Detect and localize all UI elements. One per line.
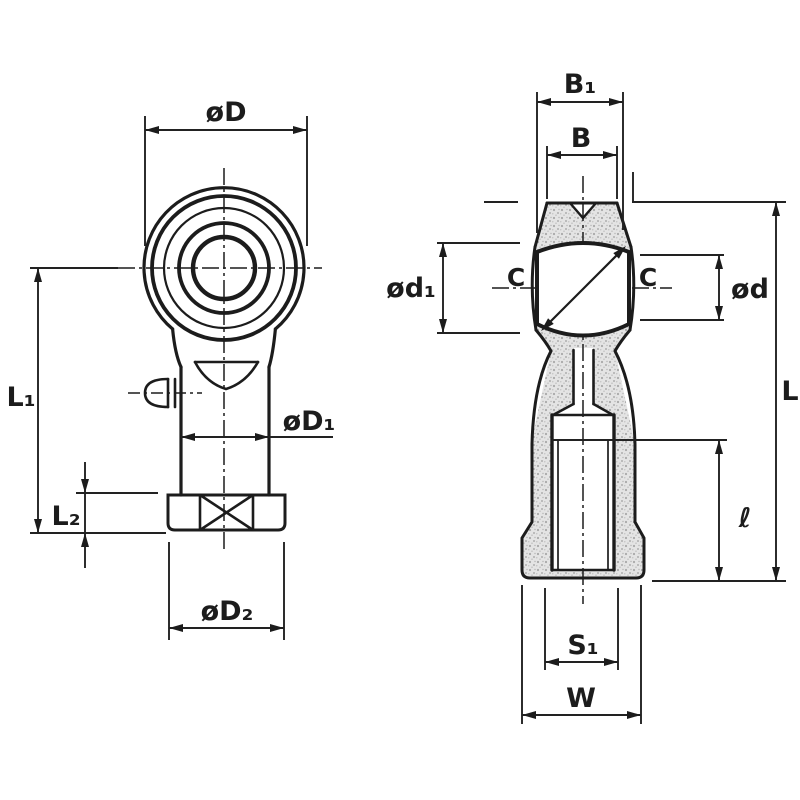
dim-W: [521, 585, 642, 724]
dim-ell: [552, 439, 727, 582]
label-L: L: [781, 376, 798, 407]
label-phi-d: ød: [731, 274, 769, 305]
section-line-CC: [537, 242, 630, 335]
label-L2: L₂: [51, 501, 80, 532]
dim-phi-d: [640, 254, 724, 321]
label-W: W: [566, 683, 596, 714]
dimension-labels: øD øD₁ øD₂ L₁ L₂ B₁ B C C ød₁ ød L ℓ S₁ …: [6, 69, 798, 714]
label-ell: ℓ: [738, 503, 752, 534]
race-circle: [162, 206, 286, 330]
dim-phi-D2: [168, 542, 285, 640]
hex-notch: [568, 201, 598, 220]
label-phi-D2: øD₂: [201, 596, 254, 627]
nut-outline: [166, 493, 287, 532]
dim-S1: [544, 588, 619, 670]
grease-nipple: [143, 377, 177, 409]
left-view-body: [142, 186, 306, 532]
right-view: [437, 92, 786, 724]
shank-outline: [520, 328, 646, 580]
dim-L2: [76, 462, 158, 568]
label-B: B: [571, 123, 592, 154]
ball-circle: [177, 221, 271, 315]
dim-B1: [536, 92, 634, 233]
dim-phi-D1: [180, 432, 333, 442]
label-phi-D: øD: [206, 97, 247, 128]
label-phi-D1: øD₁: [283, 406, 336, 437]
dim-phi-D: [144, 116, 308, 246]
bore-circle: [190, 234, 258, 302]
dim-L1: [30, 267, 166, 534]
label-C-right: C: [639, 263, 657, 292]
thread-chamfer-cone: [193, 360, 260, 391]
housing-ring-circle: [150, 194, 298, 342]
left-view: [30, 116, 333, 640]
dim-phi-d1: [437, 242, 520, 334]
label-C-left: C: [507, 263, 525, 292]
label-B1: B₁: [564, 69, 596, 100]
dim-B: [546, 146, 618, 199]
label-phi-d1: ød₁: [386, 273, 436, 304]
label-L1: L₁: [6, 382, 35, 413]
label-S1: S₁: [567, 630, 598, 661]
